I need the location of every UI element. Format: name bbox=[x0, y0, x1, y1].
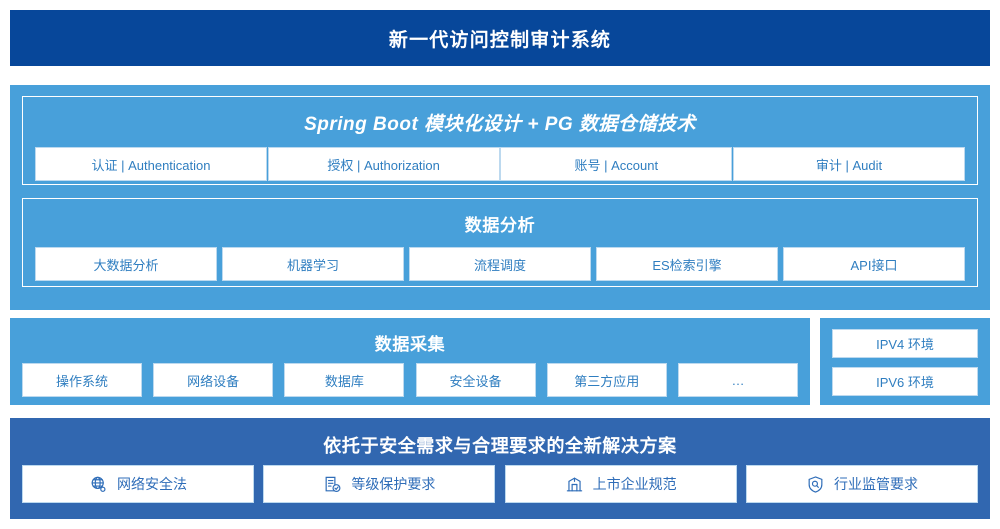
bank-building-icon bbox=[565, 475, 584, 494]
environment-item-ipv6[interactable]: IPV6 环境 bbox=[832, 367, 978, 396]
solution-item-industry-regulation[interactable]: 行业监管要求 bbox=[745, 465, 978, 503]
data-analysis-title: 数据分析 bbox=[464, 216, 536, 235]
shield-search-icon bbox=[806, 475, 825, 494]
data-collection-item-network-device[interactable]: 网络设备 bbox=[153, 363, 274, 397]
solution-item-cybersecurity-law[interactable]: 网络安全法 bbox=[22, 465, 254, 503]
chip-label: 认证 | Authentication bbox=[91, 157, 211, 173]
chip-label: 流程调度 bbox=[473, 257, 526, 273]
chip-label: API接口 bbox=[850, 257, 898, 273]
data-collection-item-third-party-app[interactable]: 第三方应用 bbox=[546, 363, 667, 397]
chip-label: … bbox=[731, 372, 745, 388]
chip-label: 第三方应用 bbox=[574, 373, 640, 389]
solution-title: 依托于安全需求与合理要求的全新解决方案 bbox=[323, 436, 677, 456]
spring-boot-item-account[interactable]: 账号 | Account bbox=[500, 147, 733, 181]
document-check-icon bbox=[323, 475, 342, 494]
spring-boot-item-authorization[interactable]: 授权 | Authorization bbox=[267, 147, 500, 181]
globe-network-icon bbox=[89, 475, 108, 494]
spring-boot-item-authentication[interactable]: 认证 | Authentication bbox=[35, 147, 267, 181]
data-collection-item-database[interactable]: 数据库 bbox=[284, 363, 405, 397]
data-analysis-item-machine-learning[interactable]: 机器学习 bbox=[222, 247, 404, 281]
page-title: 新一代访问控制审计系统 bbox=[388, 29, 612, 51]
environment-item-ipv4[interactable]: IPV4 环境 bbox=[832, 329, 978, 358]
chip-label: 账号 | Account bbox=[574, 157, 659, 173]
data-analysis-panel: 数据分析 大数据分析 机器学习 流程调度 ES检索引擎 API接口 bbox=[22, 198, 978, 287]
chip-label: 授权 | Authorization bbox=[327, 157, 440, 173]
data-collection-band: 数据采集 操作系统 网络设备 数据库 安全设备 第三方应用 … bbox=[10, 318, 810, 405]
data-analysis-item-row: 大数据分析 机器学习 流程调度 ES检索引擎 API接口 bbox=[23, 247, 977, 281]
spring-boot-title: Spring Boot 模块化设计 + PG 数据仓储技术 bbox=[304, 114, 696, 135]
chip-label: 操作系统 bbox=[55, 373, 108, 389]
environment-item-stack: IPV4 环境 IPV6 环境 bbox=[832, 329, 978, 396]
solution-item-row: 网络安全法 等级保护要求 bbox=[22, 465, 978, 503]
spring-boot-item-audit[interactable]: 审计 | Audit bbox=[732, 147, 965, 181]
chip-label: 等级保护要求 bbox=[351, 476, 436, 492]
chip-label: 上市企业规范 bbox=[592, 476, 677, 492]
data-collection-item-row: 操作系统 网络设备 数据库 安全设备 第三方应用 … bbox=[22, 363, 798, 397]
solution-item-listed-company-standards[interactable]: 上市企业规范 bbox=[504, 465, 737, 503]
data-collection-item-os[interactable]: 操作系统 bbox=[22, 363, 142, 397]
chip-label: 审计 | Audit bbox=[815, 157, 883, 173]
data-analysis-item-workflow-scheduling[interactable]: 流程调度 bbox=[409, 247, 591, 281]
chip-label: IPV6 环境 bbox=[876, 375, 934, 390]
spring-boot-panel: Spring Boot 模块化设计 + PG 数据仓储技术 认证 | Authe… bbox=[22, 96, 978, 185]
solution-item-classified-protection[interactable]: 等级保护要求 bbox=[263, 465, 496, 503]
spring-boot-item-row: 认证 | Authentication 授权 | Authorization 账… bbox=[23, 147, 977, 181]
chip-label: 数据库 bbox=[324, 373, 364, 389]
data-collection-item-more[interactable]: … bbox=[677, 363, 798, 397]
chip-label: IPV4 环境 bbox=[876, 337, 934, 352]
chip-label: 网络安全法 bbox=[117, 476, 187, 492]
data-analysis-item-es-search-engine[interactable]: ES检索引擎 bbox=[596, 247, 778, 281]
data-analysis-item-bigdata[interactable]: 大数据分析 bbox=[35, 247, 217, 281]
chip-label: 机器学习 bbox=[286, 257, 339, 273]
platform-band: Spring Boot 模块化设计 + PG 数据仓储技术 认证 | Authe… bbox=[10, 85, 990, 310]
data-collection-title: 数据采集 bbox=[374, 335, 446, 354]
chip-label: 大数据分析 bbox=[93, 257, 159, 273]
chip-label: 行业监管要求 bbox=[833, 476, 918, 492]
chip-label: 安全设备 bbox=[449, 373, 502, 389]
data-collection-item-security-device[interactable]: 安全设备 bbox=[415, 363, 536, 397]
chip-label: 网络设备 bbox=[187, 373, 240, 389]
data-analysis-item-api[interactable]: API接口 bbox=[783, 247, 965, 281]
environment-band: IPV4 环境 IPV6 环境 bbox=[820, 318, 990, 405]
solution-band: 依托于安全需求与合理要求的全新解决方案 网络安全法 bbox=[10, 418, 990, 519]
page-header: 新一代访问控制审计系统 bbox=[10, 10, 990, 66]
chip-label: ES检索引擎 bbox=[652, 257, 722, 273]
